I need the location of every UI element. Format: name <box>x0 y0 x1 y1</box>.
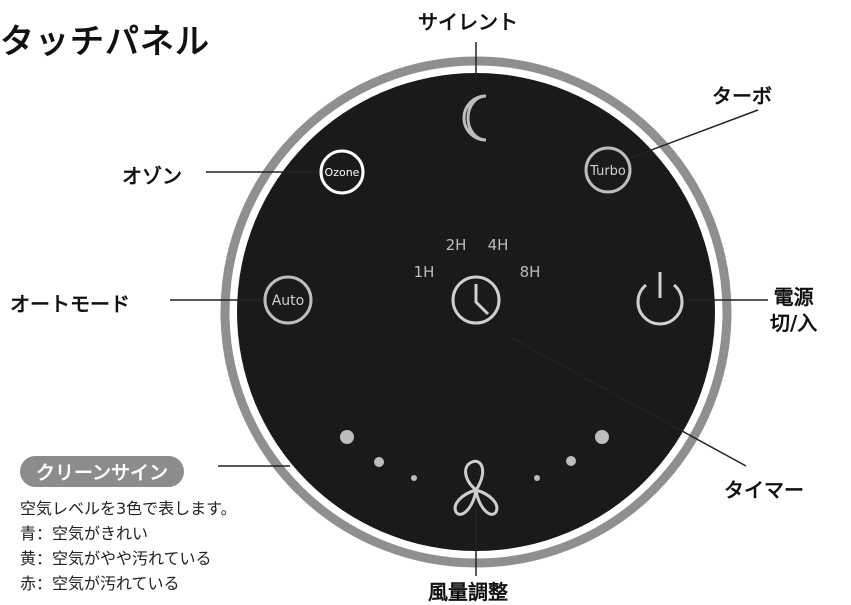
timer-leader <box>511 337 747 467</box>
leader-lines <box>170 42 768 576</box>
power-label: 電源 切/入 <box>770 284 817 336</box>
fan-dot-left-medium <box>374 457 384 467</box>
clock-hands <box>474 284 490 316</box>
auto-button[interactable]: Auto <box>263 275 313 325</box>
auto-button-ring <box>263 275 313 325</box>
description-line: 黄：空気がやや汚れている <box>20 549 212 568</box>
turbo-leader <box>629 109 759 159</box>
fan-level-dots <box>340 430 609 481</box>
fan-icon[interactable] <box>453 459 499 516</box>
fan-dot-left-large <box>340 430 354 444</box>
fan-speed-label: 風量調整 <box>428 580 508 604</box>
ozone-button[interactable]: Ozone <box>319 149 365 195</box>
turbo-button[interactable]: Turbo <box>584 146 632 194</box>
power-label-line1: 電源 <box>773 285 814 309</box>
fan-dot-left-small <box>411 475 417 481</box>
ozone-button-label: Ozone <box>325 166 360 179</box>
timer-label: タイマー <box>724 478 804 502</box>
turbo-button-ring <box>584 146 632 194</box>
moon-icon[interactable] <box>462 94 487 142</box>
timer-option-8h: 8H <box>520 263 541 281</box>
power-label-line2: 切/入 <box>770 311 818 335</box>
timer-option-2h: 2H <box>446 236 467 254</box>
ozone-label: オゾン <box>122 164 182 188</box>
auto-button-label: Auto <box>272 293 305 309</box>
fan-dot-right-medium <box>566 456 576 466</box>
timer-button[interactable] <box>451 275 501 325</box>
clean-sign-description: 空気レベルを3色で表します。 青：空気がきれい 黄：空気がやや汚れている 赤：空… <box>20 496 237 596</box>
auto-mode-label: オートモード <box>10 292 130 316</box>
timer-option-1h: 1H <box>414 263 435 281</box>
panel-face <box>237 73 715 551</box>
description-line: 赤：空気が汚れている <box>20 574 180 593</box>
timer-option-4h: 4H <box>488 236 509 254</box>
page-title: タッチパネル <box>0 22 210 62</box>
description-line: 青：空気がきれい <box>20 524 149 543</box>
power-button[interactable] <box>636 272 684 326</box>
power-icon <box>636 283 684 326</box>
turbo-button-label: Turbo <box>589 164 626 179</box>
ozone-button-ring <box>319 149 365 195</box>
clean-sign-badge: クリーンサイン <box>20 456 185 487</box>
turbo-label: ターボ <box>712 84 772 108</box>
fan-dot-right-large <box>595 430 609 444</box>
description-line: 空気レベルを3色で表します。 <box>20 499 237 518</box>
silent-label: サイレント <box>418 10 518 34</box>
clock-icon <box>451 275 501 325</box>
fan-dot-right-small <box>534 475 540 481</box>
